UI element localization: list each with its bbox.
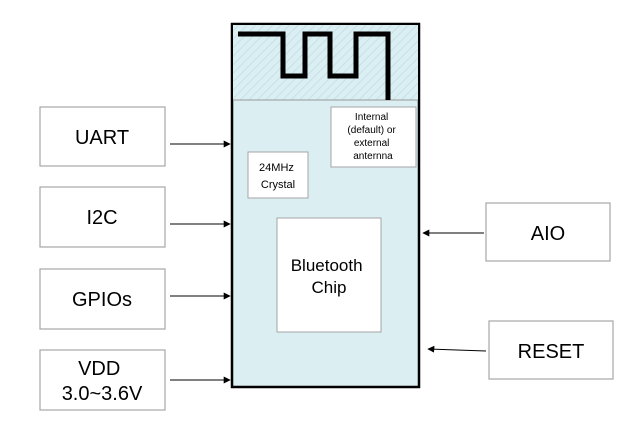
antenna-trace <box>238 31 391 100</box>
i2c-label: I2C <box>86 207 117 229</box>
crystal-box <box>247 151 309 199</box>
vdd-block: VDD 3.0~3.6V <box>39 349 231 411</box>
gpios-label: GPIOs <box>72 289 132 311</box>
crystal-line2: Crystal <box>261 179 295 191</box>
vdd-label: VDD <box>78 358 120 380</box>
chip-line2: Chip <box>312 278 347 297</box>
reset-box <box>488 320 614 380</box>
svg-text:VDD 3.0~3.6V: VDD 3.0~3.6V <box>62 358 143 405</box>
reset-arrow <box>427 345 487 353</box>
i2c-block: I2C <box>39 186 231 248</box>
aio-block: AIO <box>422 202 611 262</box>
reset-block: RESET <box>427 320 614 380</box>
aio-label: AIO <box>531 223 565 245</box>
antenna-note-line1: Internal <box>355 112 388 123</box>
uart-block: UART <box>39 106 231 167</box>
vdd-box <box>39 349 166 411</box>
reset-label: RESET <box>518 341 585 363</box>
gpios-box <box>39 268 166 330</box>
antenna-note-line2: (default) or <box>347 125 396 136</box>
crystal-line1: 24MHz <box>259 162 294 174</box>
aio-box <box>485 202 611 262</box>
i2c-box <box>39 186 166 248</box>
bluetooth-module <box>230 22 421 389</box>
uart-label: UART <box>75 127 129 149</box>
vdd-voltage: 3.0~3.6V <box>62 383 143 405</box>
bluetooth-chip-box <box>276 217 382 333</box>
gpios-block: GPIOs <box>39 268 231 330</box>
antenna-note-line4: anternna <box>353 151 393 162</box>
chip-line1: Bluetooth <box>291 256 363 275</box>
svg-text:Bluetooth Chip: Bluetooth Chip <box>291 256 368 297</box>
svg-text:24MHz Crystal: 24MHz Crystal <box>259 162 297 191</box>
uart-box <box>39 106 166 167</box>
antenna-note-line3: external <box>354 138 390 149</box>
svg-text:Internal (default) or: Internal (default) or external anternna <box>347 112 398 162</box>
antenna-note-box <box>330 106 417 168</box>
